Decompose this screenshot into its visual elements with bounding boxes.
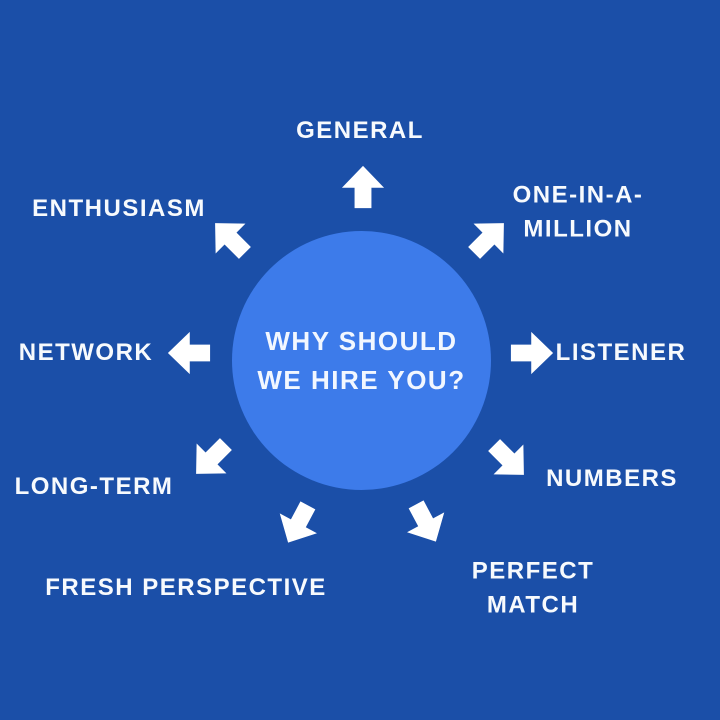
- center-question-line1: WHY SHOULD: [265, 325, 458, 356]
- arrow-up-left-icon: [197, 205, 262, 270]
- spoke-label-long-term: LONG-TERM: [14, 473, 174, 501]
- center-question: WHY SHOULD WE HIRE YOU?: [257, 322, 465, 400]
- spoke-label-enthusiasm: ENTHUSIASM: [32, 195, 206, 223]
- spoke-label-general: GENERAL: [296, 117, 424, 145]
- arrow-left-icon: [166, 330, 212, 376]
- spoke-label-one-in-a-million: ONE-IN-A- MILLION: [512, 181, 644, 242]
- arrow-right-icon: [509, 330, 555, 376]
- arrow-down-down-left-icon: [267, 493, 329, 555]
- arrow-down-left-icon: [178, 426, 243, 491]
- arrow-down-down-right-icon: [395, 492, 457, 554]
- spoke-label-numbers: NUMBERS: [546, 465, 678, 493]
- center-question-line2: WE HIRE YOU?: [257, 364, 466, 395]
- arrow-up-icon: [340, 164, 386, 210]
- spoke-label-listener: LISTENER: [555, 339, 687, 367]
- arrow-down-right-icon: [476, 427, 541, 492]
- spoke-label-perfect-match: PERFECT MATCH: [471, 557, 595, 618]
- spoke-label-fresh-perspective: FRESH PERSPECTIVE: [45, 574, 327, 602]
- spoke-label-network: NETWORK: [18, 339, 154, 367]
- center-circle: WHY SHOULD WE HIRE YOU?: [232, 231, 491, 490]
